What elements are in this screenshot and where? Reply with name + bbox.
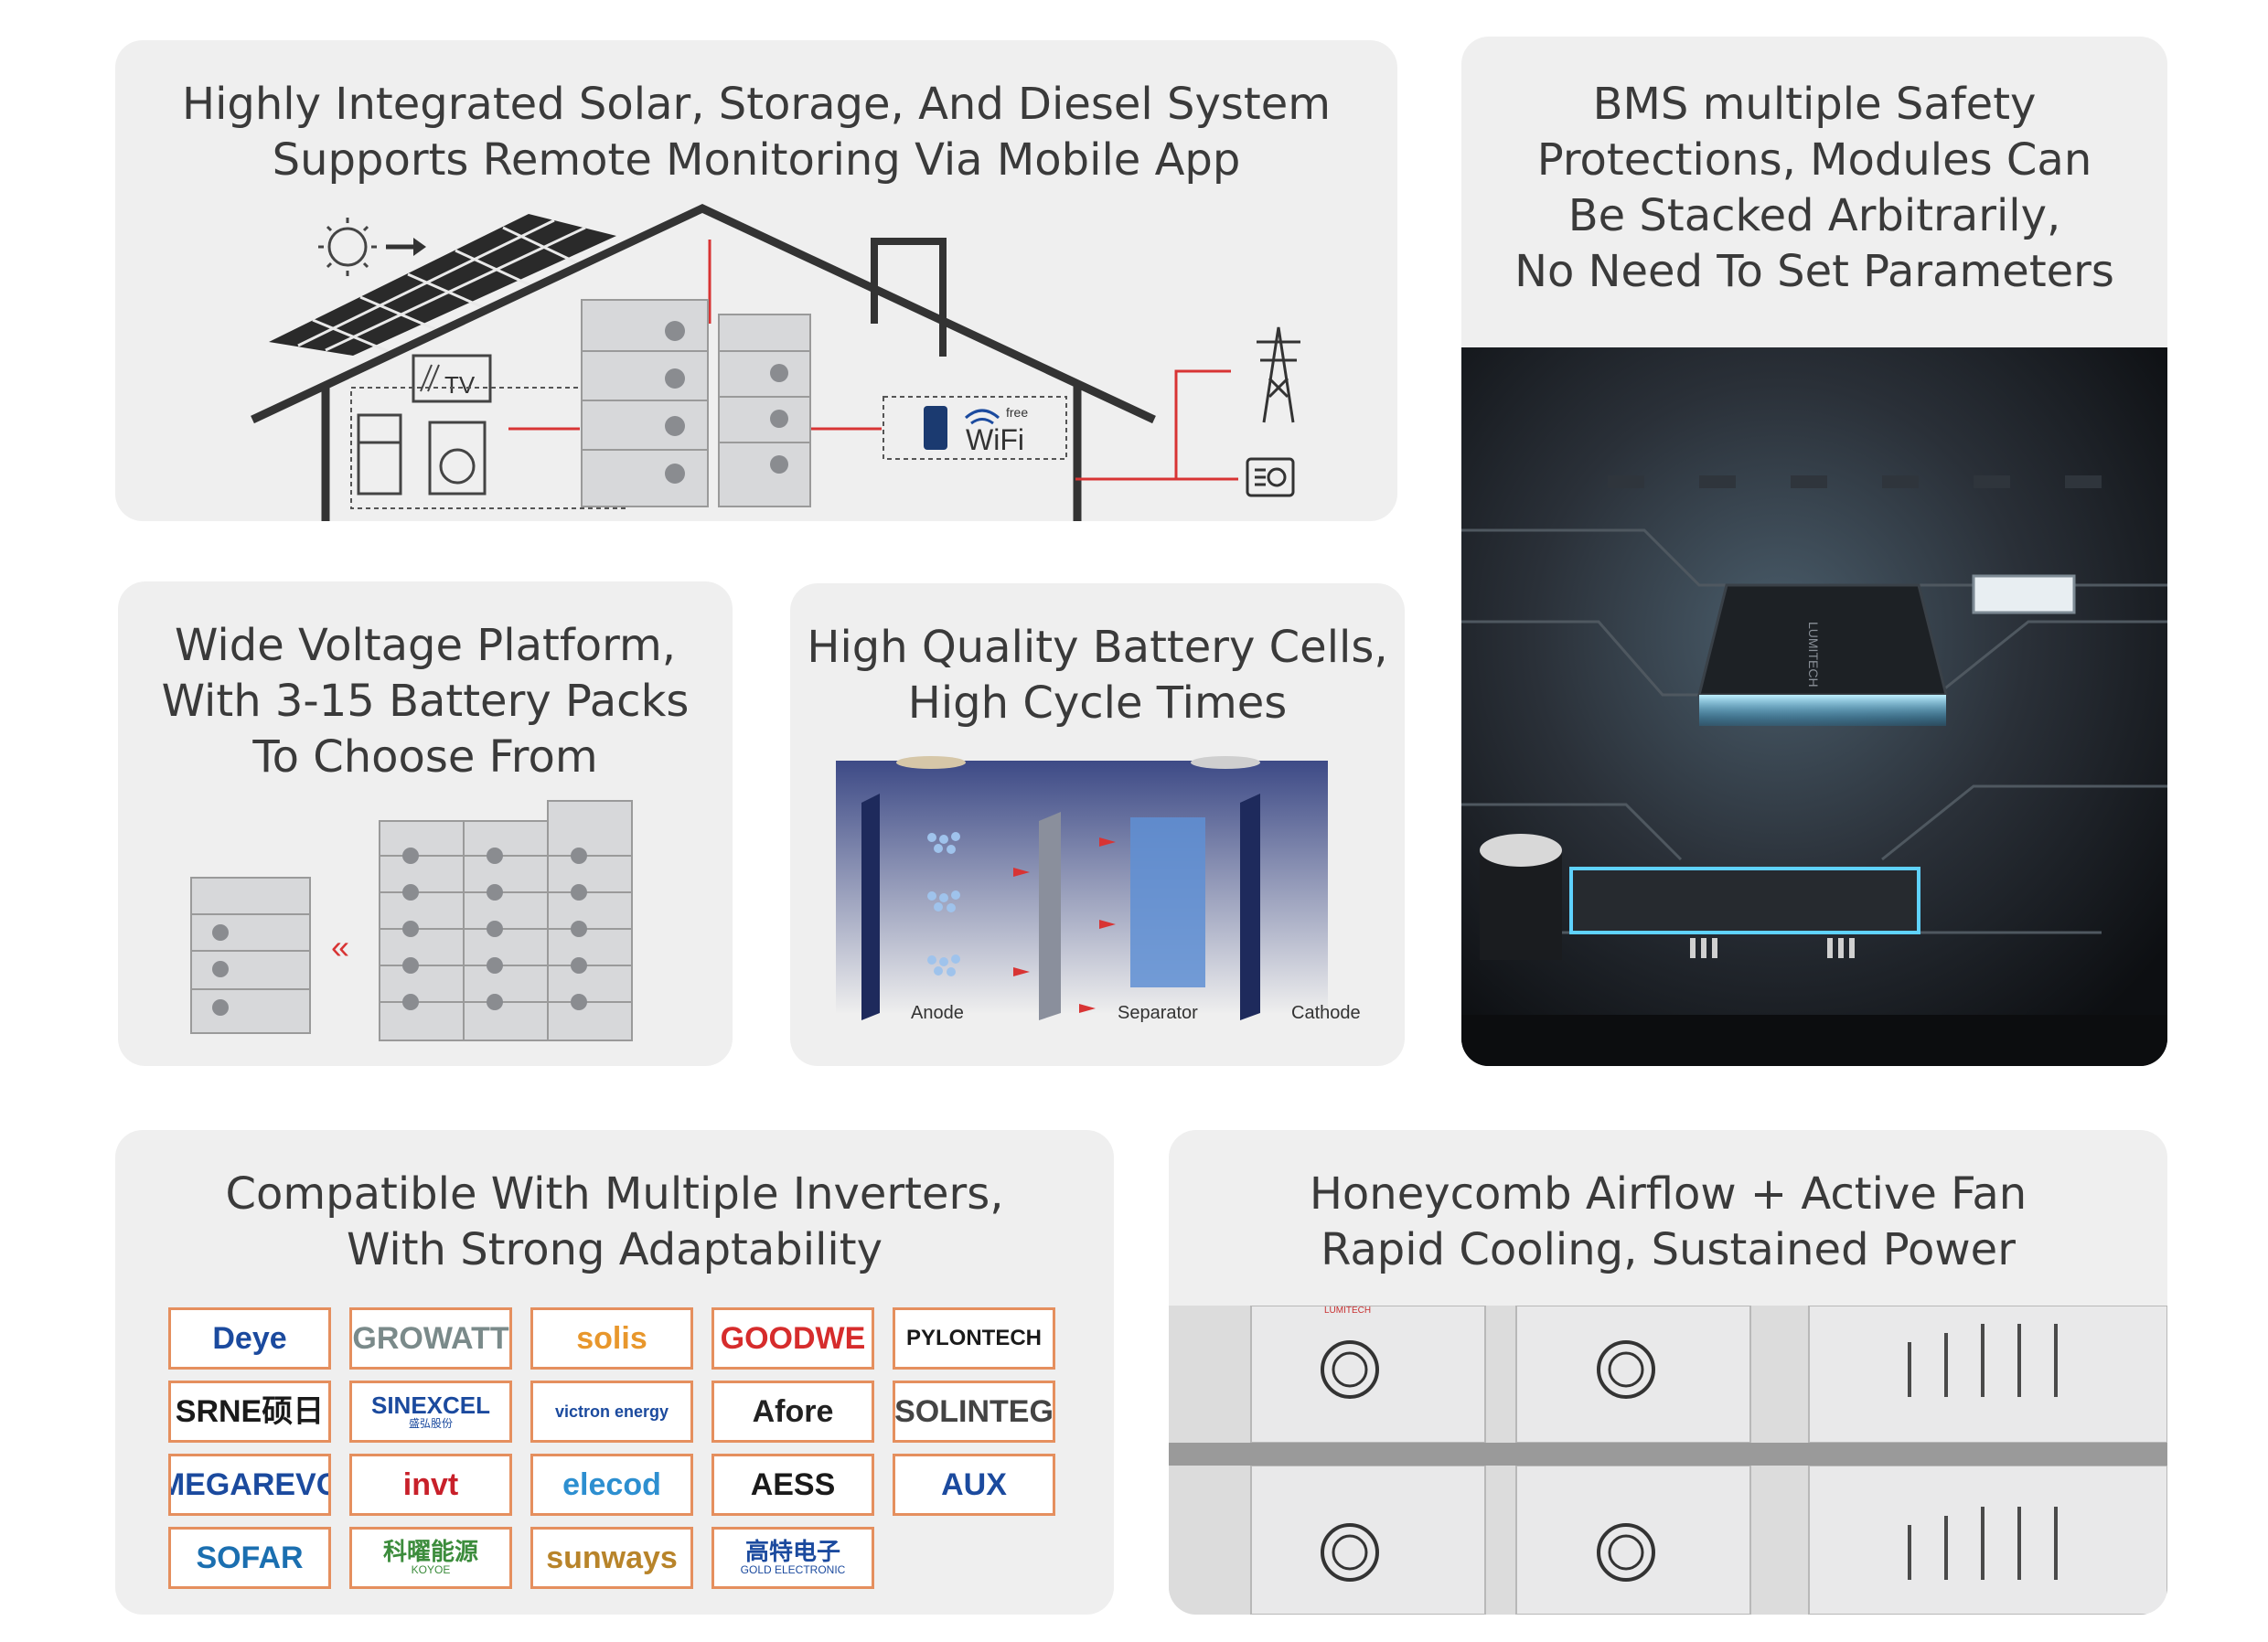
capacitor	[1480, 834, 1562, 960]
separator-plate	[1039, 812, 1061, 1020]
battery-packs-illustration: «	[190, 800, 633, 1041]
solar-panel	[269, 214, 616, 356]
fan-icon	[1321, 1340, 1655, 1582]
bms-card: BMS multiple Safety Protections, Modules…	[1461, 37, 2167, 1066]
voltage-card-title: Wide Voltage Platform, With 3-15 Battery…	[161, 620, 690, 783]
brand-name: SOFAR	[196, 1541, 304, 1575]
battery-module-fans-image: LUMITECH	[1169, 1306, 2167, 1615]
brand-name: AUX	[941, 1467, 1007, 1502]
brand-name: SINEXCEL	[370, 1391, 491, 1419]
brand-subtitle: KOYOE	[411, 1562, 451, 1576]
brand-name: 高特电子	[744, 1537, 840, 1565]
fridge-icon	[357, 413, 402, 496]
bms-card-title: BMS multiple Safety Protections, Modules…	[1514, 79, 2114, 297]
brand-name: GROWATT	[352, 1321, 509, 1356]
module-brand-label: LUMITECH	[1324, 1306, 1371, 1316]
brand-logo: elecod	[530, 1454, 693, 1516]
bms-chip: LUMITECH	[1697, 583, 1948, 726]
sun-icon	[318, 218, 426, 276]
brand-logo: AUX	[893, 1454, 1055, 1516]
system-card: Highly Integrated Solar, Storage, And Di…	[115, 40, 1397, 521]
brand-name: elecod	[562, 1467, 661, 1502]
battery-cell-diagram: Anode Separator Cathode	[836, 756, 1361, 1023]
brand-name: AESS	[750, 1467, 836, 1502]
wifi-free-label: free	[1006, 405, 1028, 420]
chevron-left-icon: «	[331, 928, 349, 965]
large-battery-stacks	[379, 800, 633, 1041]
brand-logo: SOLINTEG	[893, 1381, 1055, 1443]
brand-name: PYLONTECH	[905, 1326, 1042, 1350]
cathode-plate	[1240, 794, 1260, 1020]
anode-label: Anode	[911, 1003, 964, 1023]
brand-subtitle: GOLD ELECTRONIC	[740, 1562, 846, 1576]
brand-logo: invt	[349, 1454, 512, 1516]
brand-subtitle: 盛弘股份	[408, 1416, 453, 1430]
inverters-card-title: Compatible With Multiple Inverters, With…	[225, 1168, 1004, 1275]
wifi-monitor: free WiFi	[883, 396, 1067, 460]
cooling-card-title: Honeycomb Airflow + Active Fan Rapid Coo…	[1309, 1168, 2027, 1275]
chip-brand-label: LUMITECH	[1806, 622, 1821, 688]
brand-name: victron energy	[554, 1402, 669, 1421]
brand-logo: PYLONTECH	[893, 1307, 1055, 1370]
brand-name: Deye	[212, 1321, 287, 1356]
cells-card: High Quality Battery Cells, High Cycle T…	[790, 583, 1405, 1066]
tv-label: TV	[444, 371, 476, 399]
battery-stack	[581, 299, 811, 507]
diesel-generator-icon	[1246, 457, 1295, 497]
brand-name: solis	[576, 1321, 647, 1356]
brand-name: invt	[402, 1467, 459, 1502]
cathode-label: Cathode	[1291, 1003, 1361, 1023]
brand-name: Afore	[752, 1394, 834, 1429]
power-pylon-icon	[1257, 326, 1300, 423]
brand-logo: SRNE硕日	[168, 1381, 331, 1443]
wifi-label: WiFi	[966, 423, 1024, 456]
brand-logo: AESS	[711, 1454, 874, 1516]
brand-name: SRNE硕日	[175, 1394, 325, 1429]
voltage-card: Wide Voltage Platform, With 3-15 Battery…	[118, 581, 733, 1066]
brand-logo: GOODWE	[711, 1307, 874, 1370]
brand-name: SOLINTEG	[894, 1394, 1054, 1429]
brand-logo: sunways	[530, 1527, 693, 1589]
brand-logo: Deye	[168, 1307, 331, 1370]
anode-plate	[861, 794, 880, 1020]
brand-name: 科曜能源	[382, 1537, 478, 1565]
inverters-card: Compatible With Multiple Inverters, With…	[115, 1130, 1114, 1615]
brand-logo: SOFAR	[168, 1527, 331, 1589]
brand-logo: Afore	[711, 1381, 874, 1443]
tv-icon: TV	[412, 354, 492, 403]
brand-logo: victron energy	[530, 1381, 693, 1443]
house-system-diagram: TV free	[251, 204, 1300, 521]
separator-label: Separator	[1118, 1003, 1198, 1023]
bms-circuit-board-image: LUMITECH	[1461, 347, 2167, 1066]
brand-logo: MEGAREVO	[168, 1454, 331, 1516]
cells-card-title: High Quality Battery Cells, High Cycle T…	[807, 622, 1388, 729]
brand-logo: solis	[530, 1307, 693, 1370]
cooling-card: Honeycomb Airflow + Active Fan Rapid Coo…	[1169, 1130, 2167, 1615]
brand-logo: GROWATT	[349, 1307, 512, 1370]
brand-name: MEGAREVO	[168, 1467, 328, 1502]
brand-name: sunways	[546, 1541, 678, 1575]
brand-logo-grid: Deye GROWATT solis GOODWE PYLONTECH SRNE硕日 SIN…	[115, 1130, 1114, 1615]
brand-name: GOODWE	[720, 1321, 866, 1356]
washing-machine-icon	[428, 421, 487, 496]
small-battery-stack	[190, 877, 311, 1034]
system-card-title: Highly Integrated Solar, Storage, And Di…	[181, 79, 1332, 186]
